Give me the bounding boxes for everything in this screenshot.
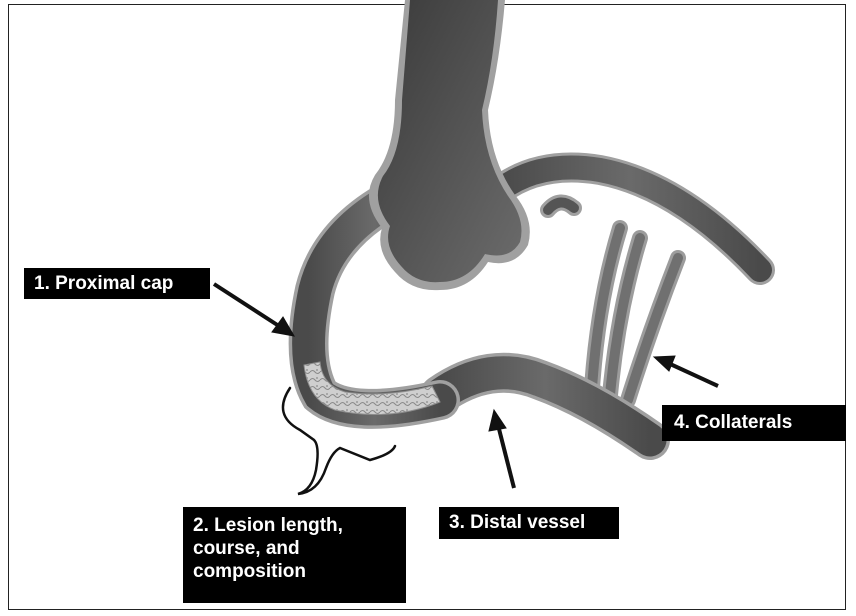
label-lesion: 2. Lesion length, course, and compositio… bbox=[183, 507, 406, 603]
aorta bbox=[369, 0, 530, 290]
label-distal-vessel: 3. Distal vessel bbox=[439, 507, 619, 539]
label-lesion-line: 2. Lesion length, bbox=[193, 514, 406, 537]
arrow-icon bbox=[489, 410, 514, 488]
collateral-vessels bbox=[592, 228, 678, 400]
arrow-icon bbox=[214, 284, 294, 336]
label-collaterals: 4. Collaterals bbox=[662, 405, 846, 441]
label-proximal-cap: 1. Proximal cap bbox=[24, 268, 210, 299]
label-lesion-line: course, and bbox=[193, 537, 406, 560]
arrow-icon bbox=[654, 356, 718, 386]
label-lesion-line: composition bbox=[193, 560, 406, 583]
